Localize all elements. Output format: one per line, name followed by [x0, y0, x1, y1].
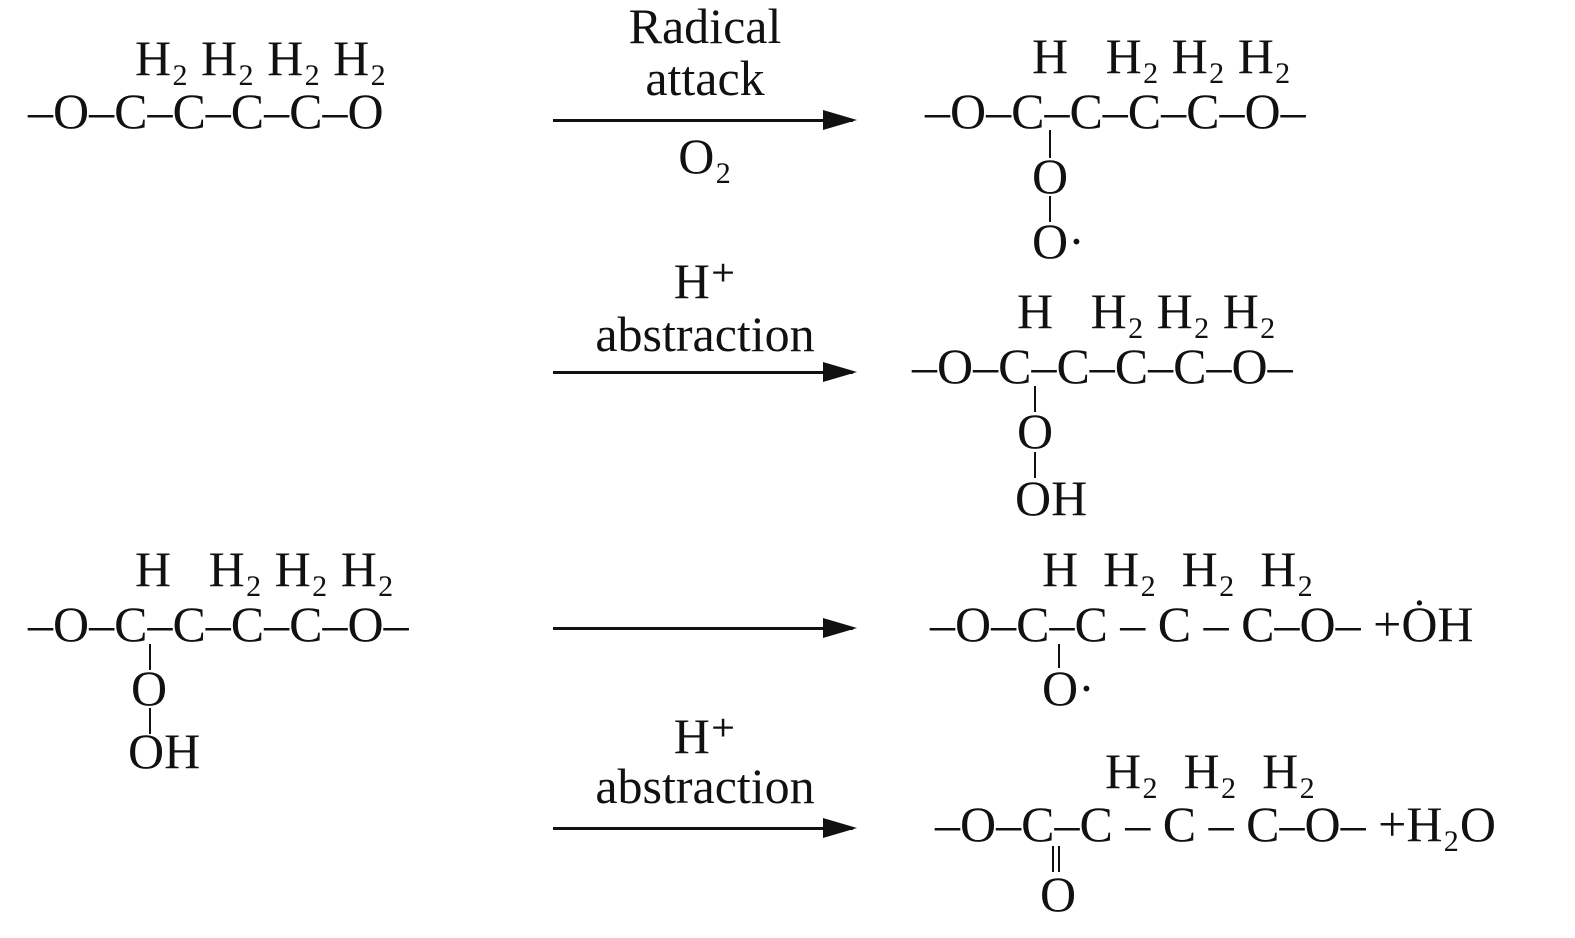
arrow4-label-h-plus: H⁺ — [673, 708, 737, 764]
product2-chain: –O–C–C–C–C–O– — [912, 338, 1293, 394]
product2-substituents: H H₂ H₂ H₂ — [1017, 283, 1277, 339]
bond — [1049, 130, 1051, 158]
product1-branch-o: O — [1032, 148, 1069, 204]
reactant1-chain: –O–C–C–C–C–O — [28, 83, 384, 139]
reactant3-branch-oh: OH — [128, 723, 201, 779]
product2-branch-o: O — [1017, 403, 1054, 459]
product3-chain: –O–C–C – C – C–O– +ȮH — [930, 596, 1474, 652]
arrow1-label-radical: Radical — [628, 0, 782, 54]
reaction-arrow-1 — [553, 110, 857, 130]
reaction-arrow-3 — [553, 618, 857, 638]
product1-substituents: H H₂ H₂ H₂ — [1032, 28, 1292, 84]
bond — [149, 644, 151, 670]
reactant3-substituents: H H₂ H₂ H₂ — [135, 541, 395, 597]
product4-chain: –O–C–C – C – C–O– +H₂O — [935, 796, 1496, 852]
product3-branch-o-radical: O· — [1042, 660, 1095, 716]
bond — [1034, 452, 1036, 478]
product1-branch-o-radical: O· — [1032, 213, 1085, 269]
double-bond — [1052, 846, 1060, 872]
product4-substituents: H₂ H₂ H₂ — [1105, 743, 1316, 799]
reactant3-branch-o: O — [131, 660, 168, 716]
product3-substituents: H H₂ H₂ H₂ — [1042, 541, 1314, 597]
bond — [149, 708, 151, 734]
product2-branch-oh: OH — [1015, 470, 1088, 526]
arrow4-label-abstraction: abstraction — [595, 758, 815, 814]
reactant3-chain: –O–C–C–C–C–O– — [28, 596, 409, 652]
bond — [1058, 644, 1060, 668]
product1-chain: –O–C–C–C–C–O– — [925, 83, 1306, 139]
bond — [1049, 196, 1051, 222]
arrow2-label-abstraction: abstraction — [595, 306, 815, 362]
reaction-arrow-4 — [553, 818, 857, 838]
arrow1-label-attack: attack — [645, 50, 765, 106]
arrow1-label-o2: O₂ — [678, 128, 732, 184]
reaction-arrow-2 — [553, 362, 857, 382]
arrow2-label-h-plus: H⁺ — [673, 253, 737, 309]
product4-branch-o: O — [1040, 866, 1077, 922]
reactant1-substituents: H₂ H₂ H₂ H₂ — [135, 30, 387, 86]
bond — [1034, 386, 1036, 412]
